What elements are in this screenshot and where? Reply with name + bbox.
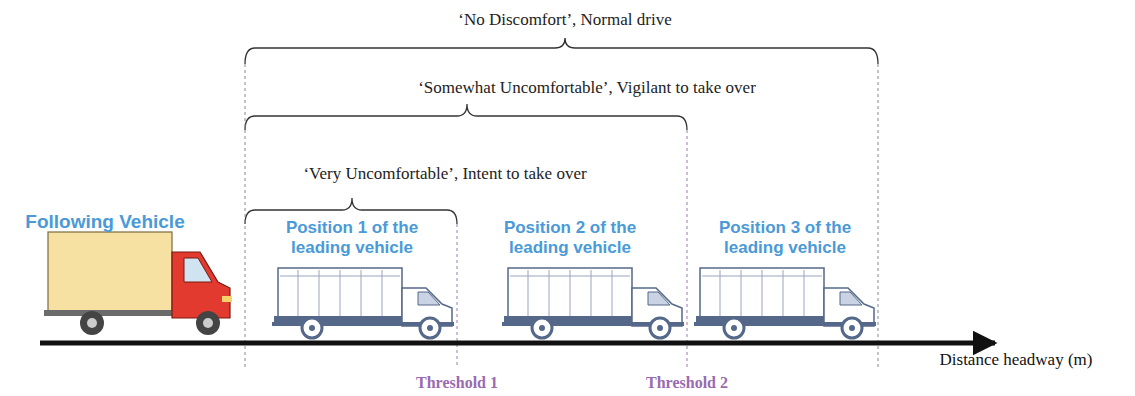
axis-label: Distance headway (m) (940, 350, 1093, 370)
threshold-label: Threshold 1 (416, 373, 498, 392)
comfort-label: ‘No Discomfort’, Normal drive (458, 10, 671, 30)
vehicle-label: Position 1 of the leading vehicle (264, 218, 440, 259)
vehicle-label: Position 2 of the leading vehicle (482, 218, 658, 259)
threshold-label: Threshold 2 (646, 373, 728, 392)
vehicle-label: Following Vehicle (25, 211, 184, 234)
vehicle-label: Position 3 of the leading vehicle (697, 218, 873, 259)
comfort-label: ‘Somewhat Uncomfortable’, Vigilant to ta… (418, 78, 756, 98)
comfort-label: ‘Very Uncomfortable’, Intent to take ove… (303, 164, 586, 184)
